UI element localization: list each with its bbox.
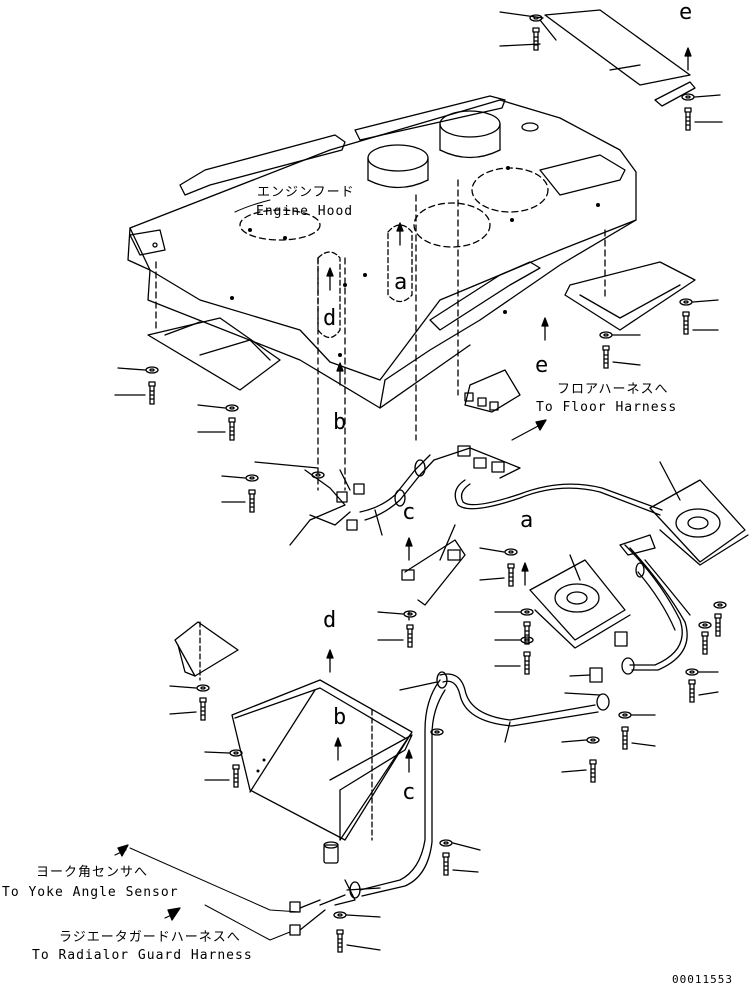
yoke-sensor-label-jp: ヨーク角センサへ [36, 865, 149, 880]
harness-right [289, 534, 691, 936]
ref-letter-d: d [323, 608, 337, 633]
radiator-guard-label-jp: ラジエータガードハーネスへ [59, 930, 241, 945]
floor-harness-label-en: To Floor Harness [536, 400, 678, 415]
engine-hood-label-en: Engine Hood [256, 204, 354, 219]
right-floor-plate [564, 261, 696, 331]
ref-letter-b: b [333, 705, 347, 730]
ref-letter-c: c [402, 780, 416, 805]
ref-letter-a: a [394, 270, 408, 295]
connector-bracket [401, 524, 466, 606]
yoke-sensor-label-en: To Yoke Angle Sensor [2, 885, 179, 900]
radiator-guard-label-en: To Radialor Guard Harness [32, 948, 253, 963]
ref-letter-d: d [323, 306, 337, 331]
ref-letter-b: b [333, 410, 347, 435]
engine-hood-label-jp: エンジンフード [257, 185, 355, 200]
ref-letter-e: e [535, 353, 549, 378]
ref-letter-a: a [520, 508, 534, 533]
part-code: 00011553 [672, 973, 733, 986]
left-under-plate [147, 317, 281, 391]
lower-left-guard [174, 621, 413, 864]
right-mounting-plates [529, 461, 749, 649]
ref-letter-e: e [679, 0, 693, 25]
top-cover-plate [539, 9, 696, 107]
floor-harness-label-jp: フロアハーネスへ [557, 382, 669, 397]
engine-hood [127, 95, 637, 491]
harness-upper [304, 369, 663, 531]
ref-letter-c: c [402, 500, 416, 525]
